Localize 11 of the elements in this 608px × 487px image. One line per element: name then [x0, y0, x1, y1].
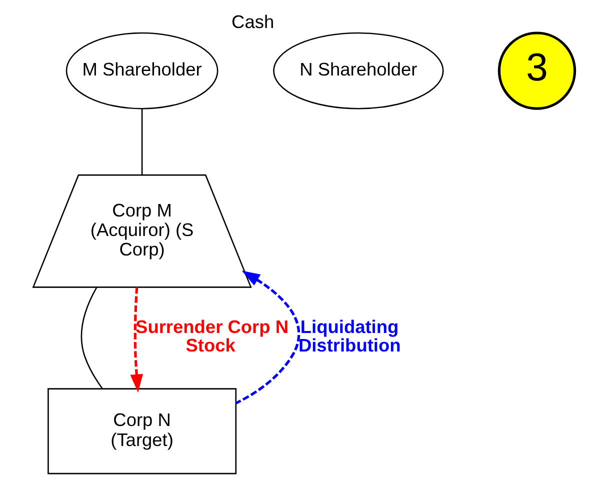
edge-label: Liquidating Distribution [298, 316, 401, 356]
node-ellipse: M Shareholder [66, 32, 218, 110]
node-circle: 3 [498, 32, 576, 110]
node-box: Corp N (Target) [48, 388, 237, 474]
arrow [235, 270, 300, 404]
connector [141, 108, 143, 175]
node-ellipse: N Shareholder [273, 32, 444, 110]
connector [80, 287, 104, 390]
arrow [130, 287, 143, 393]
node-label: Cash [232, 11, 274, 32]
edge-label: Surrender Corp N Stock [136, 316, 289, 356]
